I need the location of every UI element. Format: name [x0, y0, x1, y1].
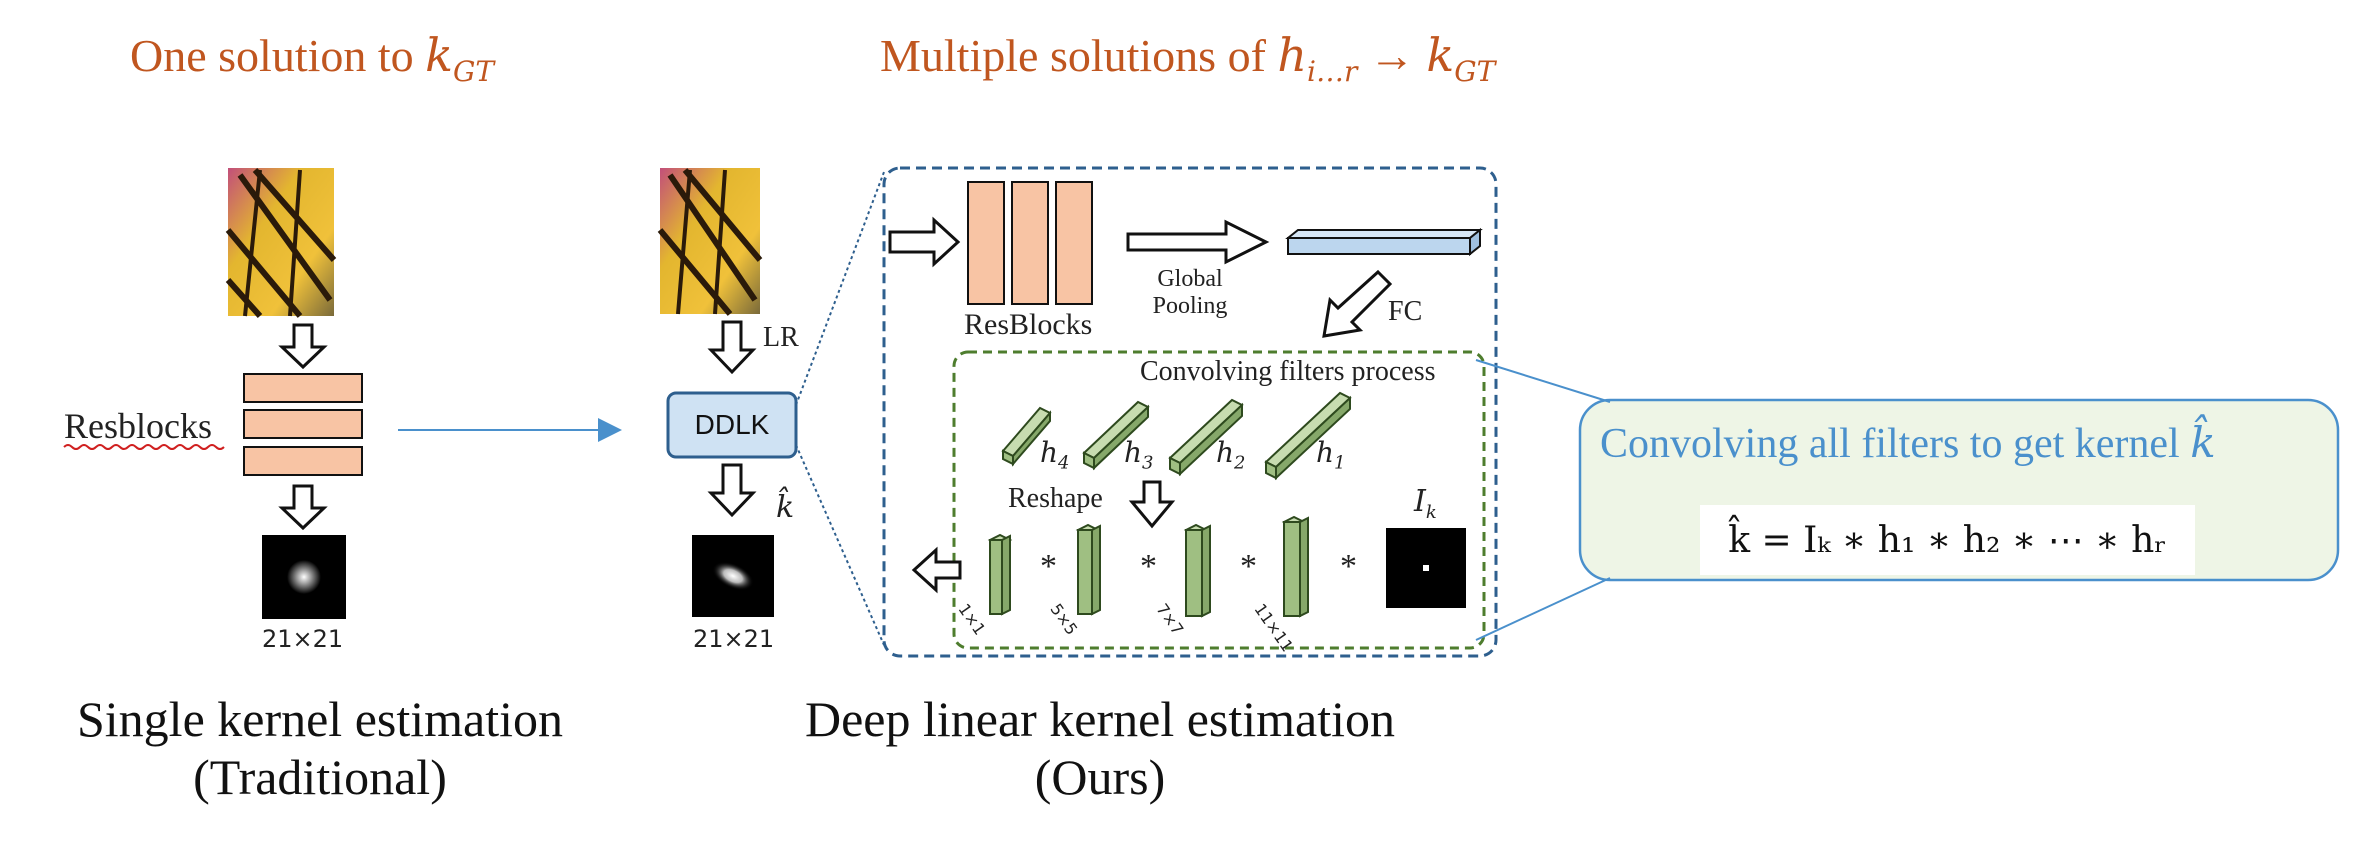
star-1: * [1040, 548, 1057, 585]
left-arrow-2 [278, 484, 328, 531]
left-arrow-1 [278, 323, 328, 370]
output-arrow [911, 546, 962, 594]
left-caption: Single kernel estimation(Traditional) [76, 691, 563, 805]
callout-line-bottom [1475, 577, 1611, 641]
left-resblocks [243, 373, 363, 476]
filter-h4-label: h4 [1040, 436, 1070, 474]
ddlk-box [666, 391, 798, 459]
reshape-arrow [1128, 480, 1176, 529]
zoom-line-top [795, 171, 885, 406]
filter-h1 [1264, 391, 1352, 481]
left-lr-image [225, 168, 337, 318]
left-kernel-size: 21×21 [262, 625, 344, 653]
reshaped-filter-5x5 [1075, 523, 1101, 616]
lr-arrow [707, 320, 757, 375]
filter-h2-label: h2 [1216, 436, 1246, 474]
reshaped-filter-11x11 [1281, 515, 1309, 618]
reshape-label: Reshape [1008, 483, 1103, 514]
callout-line-top [1475, 359, 1611, 403]
fc-arrow [1322, 269, 1393, 338]
reshaped-filter-7x7 [1183, 523, 1211, 618]
resblocks-underline [63, 444, 225, 450]
pooling-arrow [1126, 219, 1270, 265]
filter-h1-label: h1 [1316, 436, 1346, 474]
right-kernel-size: 21×21 [693, 625, 775, 653]
star-4: * [1340, 548, 1357, 585]
filter-h2 [1168, 398, 1244, 477]
detail-resblocks-label: ResBlocks [964, 308, 1093, 341]
convolving-process-frame [952, 350, 1486, 650]
reshaped-filter-1x1 [987, 533, 1013, 616]
right-caption: Deep linear kernel estimation(Ours) [804, 691, 1396, 805]
filter-h3-label: h3 [1124, 436, 1154, 474]
lr-label: LR [763, 322, 799, 353]
callout-title: Convolving all filters to get kernel k̂ [1600, 418, 2216, 467]
identity-kernel [1386, 528, 1466, 608]
convolving-process-label: Convolving filters process [1140, 356, 1436, 387]
right-title: Multiple solutions of hi…r → kGT [880, 28, 1496, 89]
input-arrow [888, 216, 961, 268]
star-2: * [1140, 548, 1157, 585]
fc-label: FC [1388, 296, 1423, 327]
right-kernel-image [692, 535, 774, 617]
ddlk-label: DDLK [694, 409, 770, 440]
identity-kernel-label: Ik [1414, 484, 1437, 523]
left-title: One solution to kGT [130, 28, 495, 89]
detail-resblocks [967, 181, 1093, 305]
filter-h3 [1082, 400, 1150, 471]
ddlk-detail-frame [882, 166, 1498, 658]
khat-arrow [707, 463, 757, 518]
kernel-equation: k̂ = Iₖ ∗ h₁ ∗ h₂ ∗ ⋯ ∗ hᵣ [1700, 505, 2195, 575]
fc-vector [1285, 227, 1483, 257]
filter-h4 [1001, 406, 1052, 467]
zoom-line-bottom [795, 444, 885, 646]
khat-label: k̂ [776, 490, 795, 525]
star-3: * [1240, 548, 1257, 585]
left-resblocks-label: Resblocks [64, 406, 212, 446]
right-lr-image [657, 168, 763, 316]
left-kernel-image [262, 535, 346, 619]
